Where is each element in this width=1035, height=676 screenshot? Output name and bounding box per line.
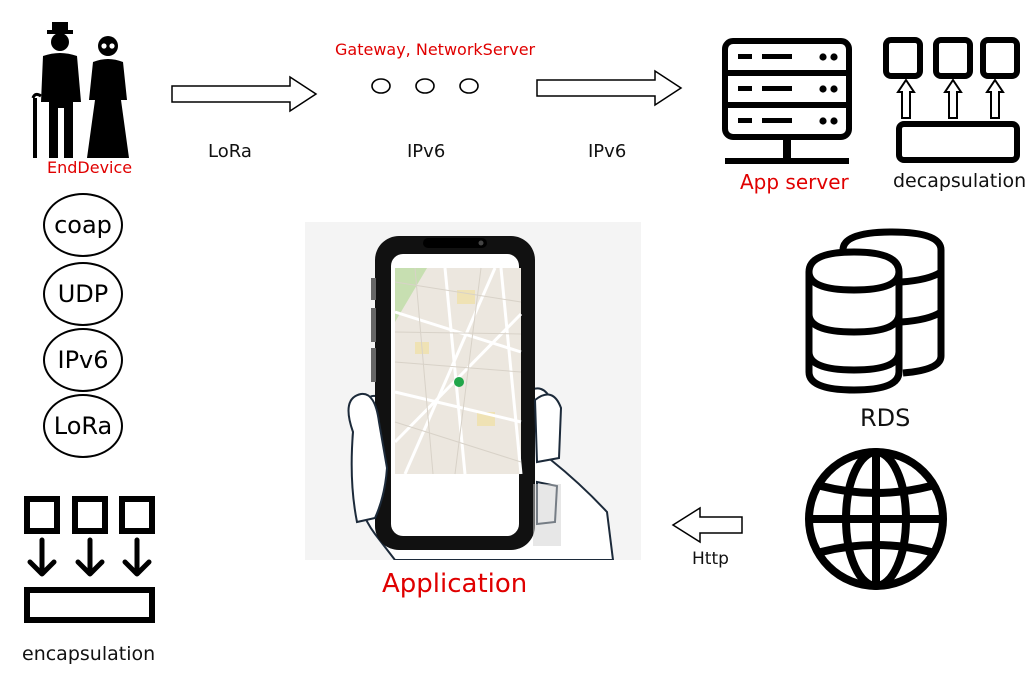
end-device-label: EndDevice (47, 158, 133, 177)
arrow-http-icon (671, 506, 743, 544)
elderly-couple-icon (31, 22, 129, 158)
edge-label-http: Http (692, 549, 729, 569)
three-dots-icon (371, 78, 479, 94)
edge-label-ipv6-gateway: IPv6 (407, 141, 446, 162)
encapsulation-label: encapsulation (22, 643, 156, 665)
protocol-coap: coap (43, 193, 123, 257)
globe-icon (805, 448, 947, 590)
gateway-label: Gateway, NetworkServer (335, 40, 536, 59)
rds-label: RDS (860, 404, 911, 432)
edge-label-ipv6-server: IPv6 (588, 141, 627, 162)
encapsulation-icon (24, 496, 155, 623)
decapsulation-label: decapsulation (893, 170, 1027, 192)
application-label: Application (382, 569, 528, 599)
server-rack-icon (722, 38, 852, 164)
database-icon (805, 228, 945, 394)
arrow-lora-icon (171, 75, 318, 113)
protocol-udp: UDP (43, 262, 123, 326)
phone-in-hand-icon (305, 222, 641, 560)
decapsulation-icon (883, 37, 1020, 163)
protocol-lora: LoRa (43, 394, 123, 458)
edge-label-lora: LoRa (208, 141, 252, 162)
protocol-ipv6: IPv6 (43, 328, 123, 392)
app-server-label: App server (740, 170, 849, 194)
arrow-ipv6-icon (536, 69, 683, 107)
